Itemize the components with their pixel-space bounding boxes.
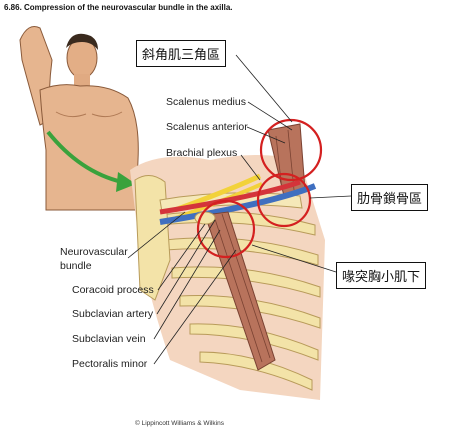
figure-title: 6.86. Compression of the neurovascular b…	[4, 3, 233, 12]
label-neurovascular-bundle-line2: bundle	[60, 260, 92, 272]
pectoralis-minor-circle	[196, 199, 256, 259]
label-scalenus-anterior: Scalenus anterior	[166, 121, 248, 133]
label-scalenus-medius: Scalenus medius	[166, 96, 246, 108]
costoclavicular-circle	[256, 172, 312, 228]
thoracic-outlet-anatomy	[130, 123, 325, 400]
label-subclavian-artery: Subclavian artery	[72, 308, 154, 320]
label-coracoid-process: Coracoid process	[72, 284, 154, 296]
annotation-circles	[196, 118, 323, 259]
scalene-triangle-circle	[259, 118, 323, 182]
label-subclavian-vein: Subclavian vein	[72, 333, 146, 345]
annotation-costoclavicular-space: 肋骨鎖骨區	[351, 184, 429, 211]
leader-lines	[127, 54, 352, 365]
label-neurovascular-bundle-line1: Neurovascular	[60, 246, 128, 258]
annotation-scalene-triangle: 斜角肌三角區	[136, 40, 227, 67]
label-brachial-plexus: Brachial plexus	[166, 147, 238, 159]
green-pointer-arrow	[46, 130, 136, 192]
annotation-pectoralis-minor-region: 喙突胸小肌下	[336, 262, 427, 289]
label-pectoralis-minor: Pectoralis minor	[72, 358, 148, 370]
copyright-credit: © Lippincott Williams & Wilkins	[135, 420, 224, 427]
